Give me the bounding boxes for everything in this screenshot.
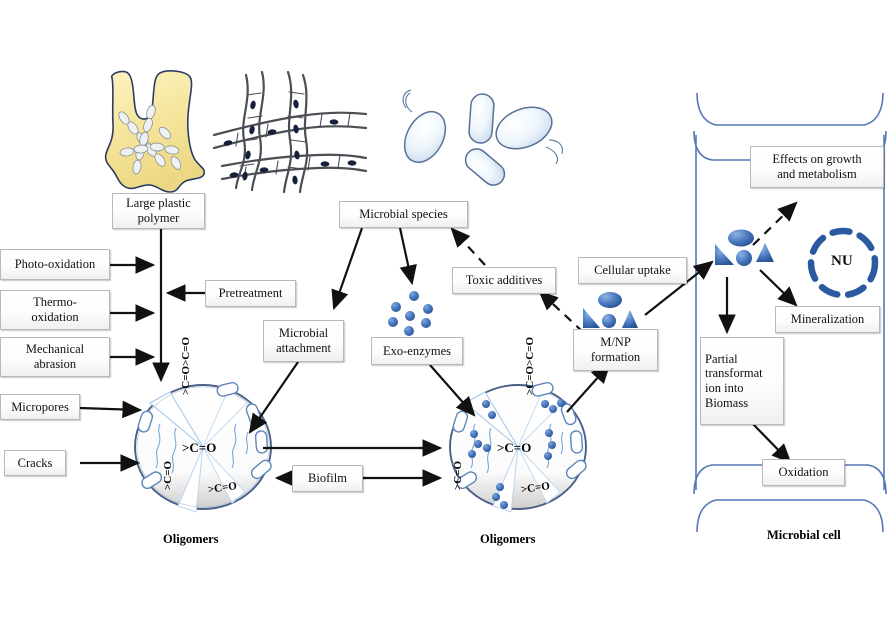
label-exo-enzymes[interactable]: Exo-enzymes: [371, 337, 463, 365]
arrow-micropores: [79, 400, 143, 419]
label-mnp-formation[interactable]: M/NP formation: [573, 329, 658, 371]
carbonyl-label: >C=O: [524, 365, 536, 395]
carbonyl-label: >C=O: [182, 440, 217, 455]
label-biofilm[interactable]: Biofilm: [292, 465, 363, 492]
nucleus-ring: [807, 227, 879, 299]
arrow-toxic-to-species: [450, 227, 486, 266]
label-thermo-oxidation[interactable]: Thermo- oxidation: [0, 290, 110, 330]
arrow-mnp-to-toxic: [538, 290, 584, 333]
arrow-species-to-enzymes: [398, 227, 417, 286]
carbonyl-label: >C=O: [180, 336, 192, 366]
arrow-particle-to-mnp: [566, 363, 611, 413]
arrow-biomass-to-oxidation: [752, 423, 792, 464]
label-effects-on-growth[interactable]: Effects on growth and metabolism: [750, 146, 884, 188]
biofilm-colonies: [468, 399, 565, 509]
label-mineralization[interactable]: Mineralization: [775, 306, 880, 333]
arrow-to-mineralization: [759, 269, 798, 307]
label-partial-transformation[interactable]: Partial transformat ion into Biomass: [700, 337, 784, 425]
label-cracks[interactable]: Cracks: [4, 450, 66, 476]
arrow-enzymes-to-particle: [429, 364, 476, 417]
bacteria-illustration: [402, 89, 564, 186]
microbial-cell-outline: [693, 92, 887, 533]
label-toxic-additives[interactable]: Toxic additives: [452, 267, 556, 294]
label-microbial-species[interactable]: Microbial species: [339, 201, 468, 228]
carbonyl-label: >C=O: [524, 336, 536, 366]
carbonyl-label: >C=O: [180, 365, 192, 395]
label-micropores[interactable]: Micropores: [0, 394, 80, 420]
label-cellular-uptake[interactable]: Cellular uptake: [578, 257, 687, 284]
label-microbial-cell: Microbial cell: [767, 528, 841, 542]
carbonyl-label: >C=O: [162, 460, 174, 490]
label-photo-oxidation[interactable]: Photo-oxidation: [0, 249, 110, 280]
middle-plastic-particle: [449, 381, 587, 513]
arrow-uptake-into-cell: [644, 260, 714, 316]
arrow-attachment-to-particle: [248, 361, 299, 434]
label-large-plastic-polymer[interactable]: Large plastic polymer: [112, 193, 205, 229]
mnp-particles-extracellular: [583, 292, 638, 328]
arrow-effects-growth: [752, 201, 798, 246]
label-oxidation[interactable]: Oxidation: [762, 459, 845, 486]
label-oligomers-left: Oligomers: [163, 532, 219, 546]
label-oligomers-mid: Oligomers: [480, 532, 536, 546]
mnp-particles-intracellular: [715, 229, 774, 266]
fiber-network-illustration: [212, 70, 368, 194]
label-mechanical-abrasion[interactable]: Mechanical abrasion: [0, 337, 110, 377]
carbonyl-label: >C=O: [497, 440, 532, 455]
large-plastic-polymer-illustration: [104, 70, 206, 193]
label-pretreatment[interactable]: Pretreatment: [205, 280, 296, 307]
label-nucleus: NU: [831, 253, 853, 269]
left-plastic-particle: [134, 381, 272, 513]
label-microbial-attachment[interactable]: Microbial attachment: [263, 320, 344, 362]
arrow-layer: [79, 201, 798, 487]
carbonyl-label: >C=O: [452, 460, 464, 490]
exo-enzyme-dots: [388, 291, 433, 336]
arrow-species-to-attachment: [331, 227, 364, 311]
